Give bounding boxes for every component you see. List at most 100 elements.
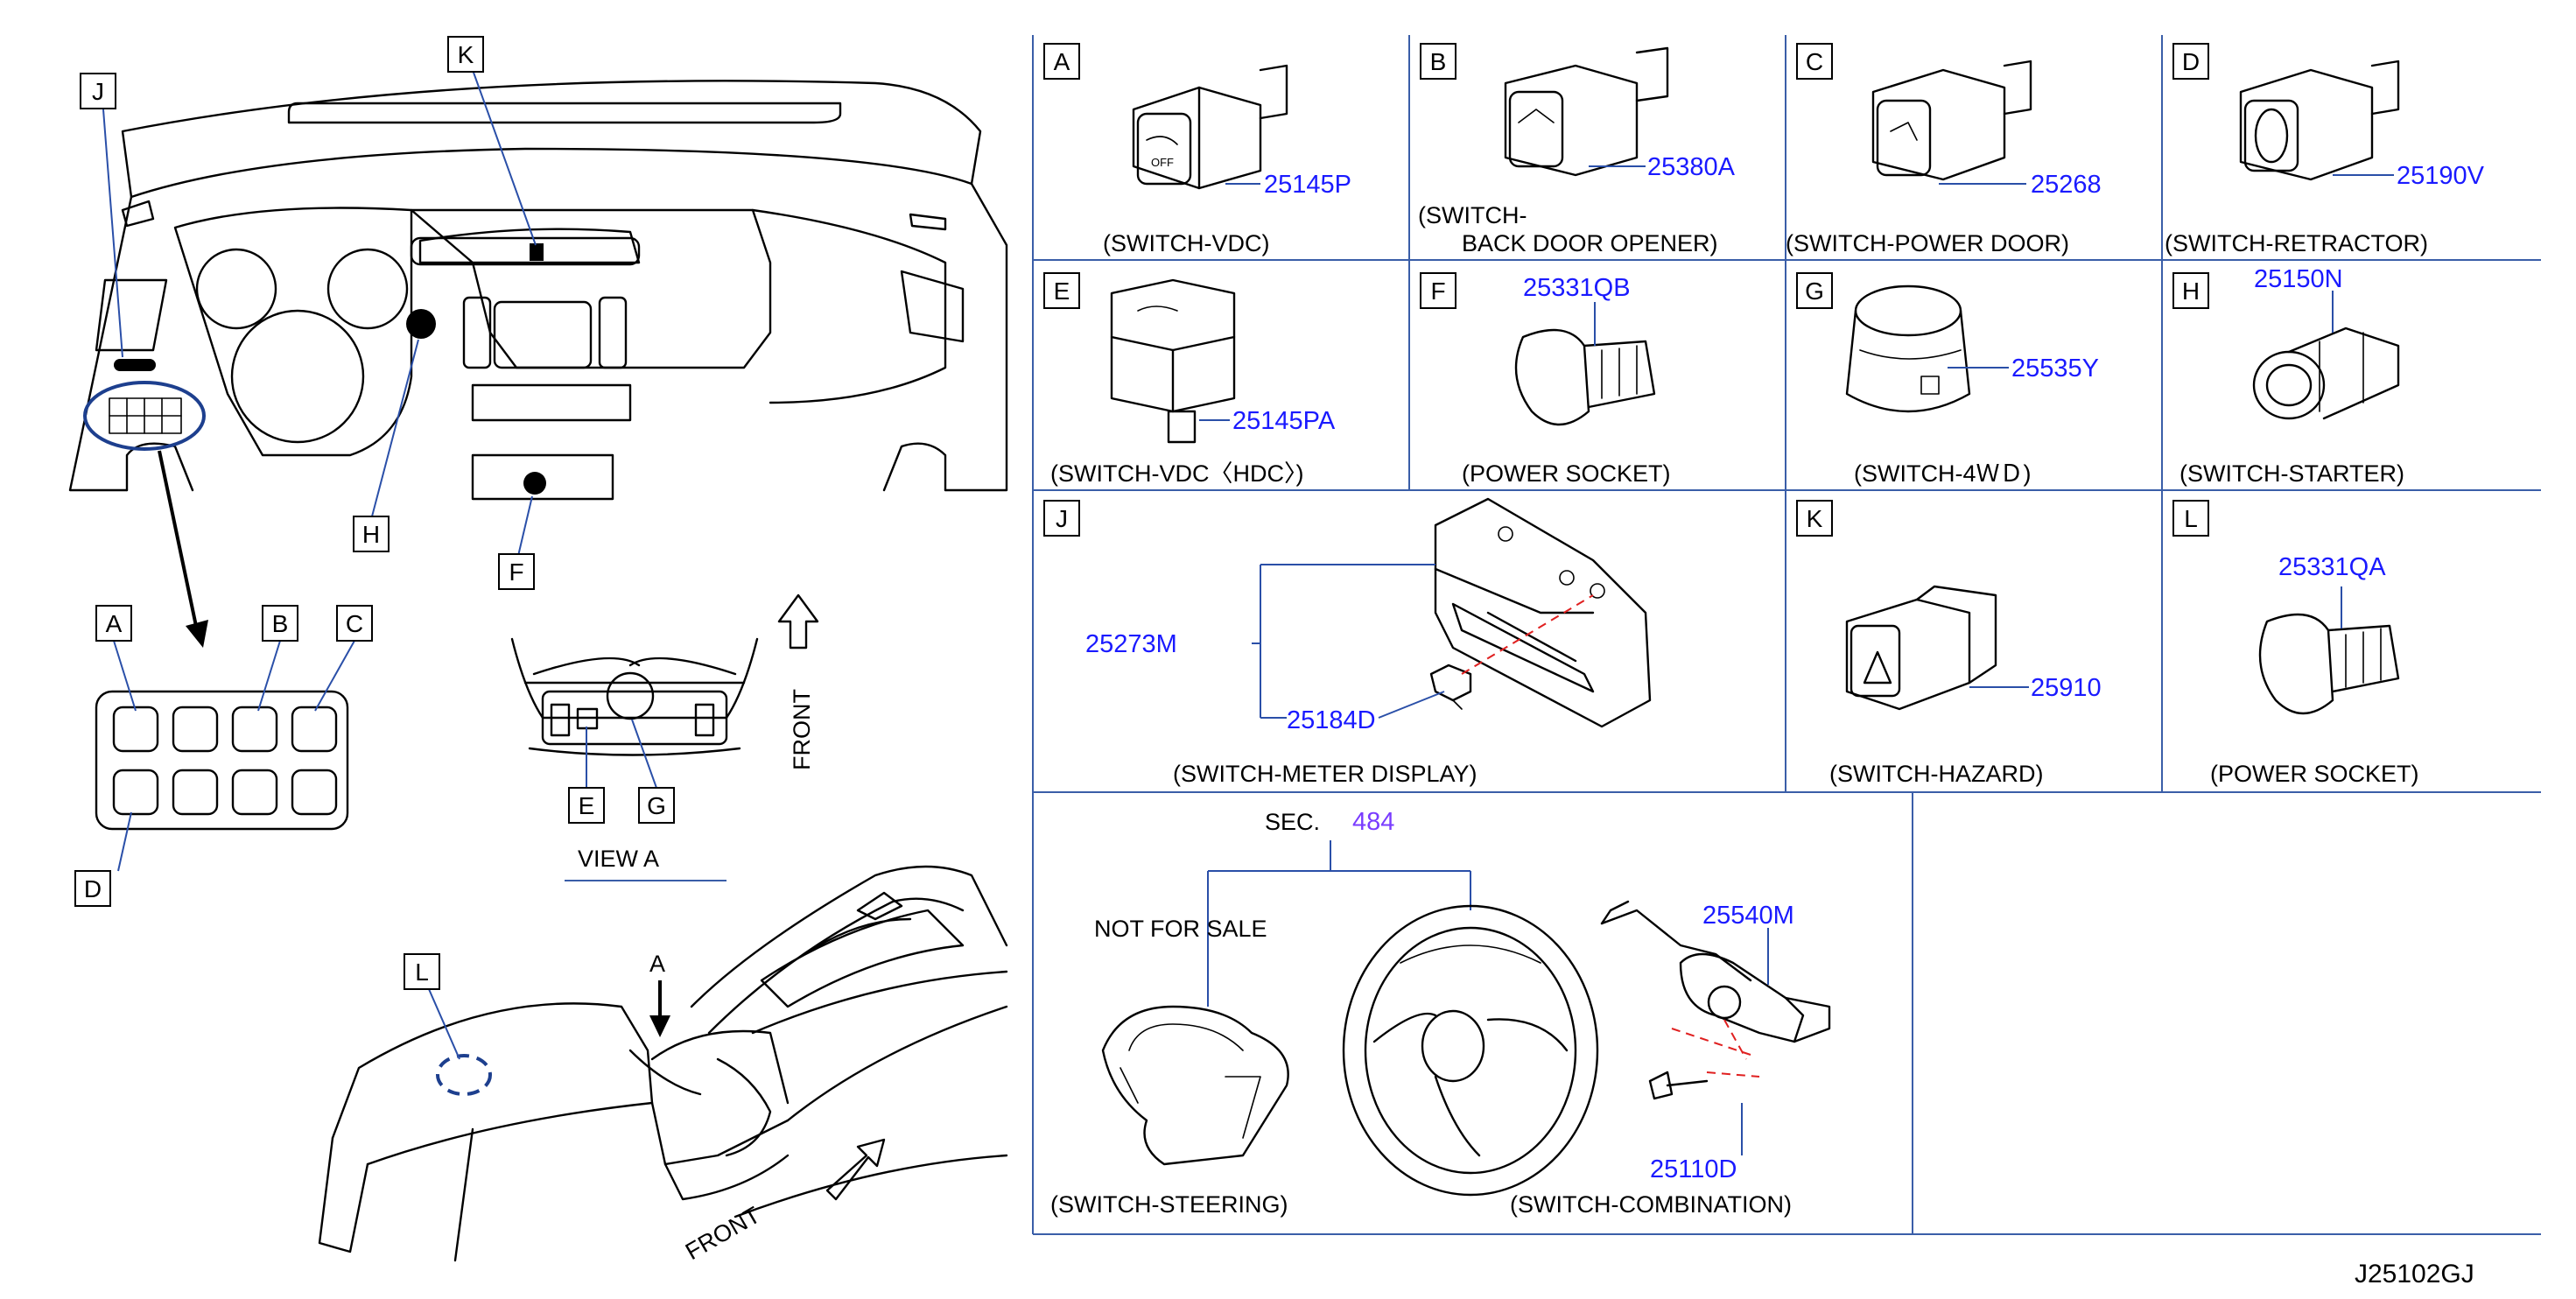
caption-line2: BACK DOOR OPENER) bbox=[1462, 230, 1718, 256]
callout-L-console: L bbox=[404, 953, 440, 990]
panel-L: L 25331QA (POWER SOCKET) bbox=[2172, 500, 2419, 787]
panel-D: D 25190V (SWITCH-RETRACTOR) bbox=[2165, 43, 2485, 256]
panel-H: H 25150N (SWITCH-STARTER) bbox=[2172, 265, 2404, 487]
socket-location-marker bbox=[436, 1054, 492, 1096]
switch-back-door-drawing bbox=[1504, 46, 1669, 177]
view-a-label: VIEW A bbox=[578, 846, 659, 872]
svg-text:J: J bbox=[1056, 505, 1068, 532]
svg-text:G: G bbox=[647, 792, 666, 819]
caption: (SWITCH-VDC〈HDC〉) bbox=[1050, 460, 1303, 487]
svg-text:B: B bbox=[1430, 48, 1447, 75]
part-number: 25145PA bbox=[1232, 407, 1336, 435]
power-socket-l-drawing bbox=[2258, 613, 2400, 715]
panel-F: F 25331QB (POWER SOCKET) bbox=[1420, 272, 1671, 487]
switch-vdc-hdc-drawing bbox=[1110, 278, 1236, 444]
svg-text:H: H bbox=[2182, 277, 2200, 305]
switch-vdc-drawing: OFF bbox=[1132, 64, 1288, 190]
caption: (SWITCH-4ＷＤ) bbox=[1854, 460, 2031, 487]
panel-C: C 25268 (SWITCH-POWER DOOR) bbox=[1786, 43, 2102, 256]
part-number: 25331QA bbox=[2278, 553, 2386, 581]
caption-steering: (SWITCH-STEERING) bbox=[1050, 1191, 1288, 1218]
svg-text:K: K bbox=[1807, 505, 1823, 532]
svg-text:D: D bbox=[2182, 48, 2200, 75]
svg-text:C: C bbox=[346, 610, 363, 637]
switch-power-door-drawing bbox=[1871, 60, 2032, 181]
svg-text:L: L bbox=[2184, 505, 2198, 532]
switch-bank-drawing bbox=[95, 690, 349, 831]
not-for-sale: NOT FOR SALE bbox=[1094, 916, 1267, 942]
svg-text:E: E bbox=[1054, 277, 1070, 305]
parts-grid bbox=[1032, 35, 2541, 1235]
callout-E-view: E bbox=[568, 787, 605, 824]
part-number: 25273M bbox=[1085, 630, 1177, 658]
callout-H: H bbox=[353, 516, 390, 552]
caption: (POWER SOCKET) bbox=[2210, 761, 2419, 787]
sec-label: SEC. bbox=[1265, 809, 1320, 835]
part-number: 25268 bbox=[2031, 171, 2102, 199]
part-number: 25145P bbox=[1264, 171, 1351, 199]
switch-retractor-drawing bbox=[2239, 60, 2400, 181]
power-socket-f-drawing bbox=[1514, 328, 1656, 426]
callout-G-view: G bbox=[638, 787, 675, 824]
caption: (SWITCH-VDC) bbox=[1103, 230, 1269, 256]
caption: (SWITCH-RETRACTOR) bbox=[2165, 230, 2428, 256]
switch-starter-drawing bbox=[2252, 327, 2400, 420]
steering-wheel-drawing bbox=[1342, 904, 1599, 1197]
part-number: 25150N bbox=[2254, 265, 2343, 293]
front-diag-arrow bbox=[825, 1138, 886, 1201]
switch-steering-drawing bbox=[1101, 1005, 1289, 1166]
part-combination: 25540M bbox=[1702, 902, 1794, 930]
diagram-id: J25102GJ bbox=[2355, 1260, 2474, 1288]
panel-K: K 25910 (SWITCH-HAZARD) bbox=[1796, 500, 2102, 787]
part-number: 25331QB bbox=[1523, 274, 1631, 302]
view-a-drawing bbox=[510, 637, 759, 756]
panel-B: B 25380A (SWITCH- BACK DOOR OPENER) bbox=[1418, 43, 1736, 256]
callout-C-bank: C bbox=[336, 605, 373, 642]
svg-text:F: F bbox=[1430, 277, 1445, 305]
switch-meter-display-drawing bbox=[1429, 497, 1652, 728]
caption: (SWITCH-METER DISPLAY) bbox=[1173, 761, 1478, 787]
screw-drawing bbox=[1648, 1071, 1709, 1100]
panel-J: J 25273M 25184D (SWITCH-METER DISPLAY) bbox=[1043, 497, 1652, 787]
svg-text:G: G bbox=[1805, 277, 1824, 305]
callout-K: K bbox=[447, 36, 484, 73]
switch-4wd-drawing bbox=[1845, 284, 1971, 413]
steering-section: SEC. 484 NOT FOR SALE bbox=[1050, 808, 1831, 1218]
panel-E: E 25145PA (SWITCH-VDC〈HDC〉) bbox=[1043, 272, 1336, 487]
svg-text:K: K bbox=[458, 41, 474, 68]
svg-text:OFF: OFF bbox=[1151, 156, 1174, 169]
arrow-a-label: A bbox=[649, 951, 665, 977]
callout-J: J bbox=[80, 73, 116, 109]
svg-text:A: A bbox=[106, 610, 123, 637]
callout-F: F bbox=[498, 553, 535, 590]
caption: (SWITCH-HAZARD) bbox=[1829, 761, 2043, 787]
part-number: 25190V bbox=[2397, 162, 2485, 190]
caption: (POWER SOCKET) bbox=[1462, 460, 1671, 487]
svg-text:B: B bbox=[272, 610, 289, 637]
part-screw: 25110D bbox=[1650, 1155, 1737, 1183]
part-number-2: 25184D bbox=[1287, 706, 1376, 734]
svg-text:F: F bbox=[509, 558, 523, 586]
svg-text:H: H bbox=[362, 521, 380, 548]
part-number: 25910 bbox=[2031, 674, 2102, 702]
front-label-diagonal: FRONT bbox=[681, 1202, 765, 1265]
dashboard-drawing bbox=[68, 80, 1008, 648]
svg-text:J: J bbox=[92, 78, 104, 105]
caption-combination: (SWITCH-COMBINATION) bbox=[1510, 1191, 1792, 1218]
callout-D-bank: D bbox=[74, 870, 111, 907]
svg-text:A: A bbox=[1054, 48, 1070, 75]
caption: (SWITCH-STARTER) bbox=[2179, 460, 2404, 487]
panel-G: G 25535Y (SWITCH-4ＷＤ) bbox=[1796, 272, 2099, 487]
console-drawing bbox=[318, 865, 1008, 1262]
part-number: 25535Y bbox=[2011, 355, 2099, 383]
switch-hazard-drawing bbox=[1845, 585, 1997, 711]
svg-text:D: D bbox=[84, 875, 102, 902]
panel-A: A OFF 25145P (SWITCH-VDC) bbox=[1043, 43, 1351, 256]
svg-text:E: E bbox=[579, 792, 595, 819]
front-up-arrow bbox=[777, 593, 819, 650]
switch-combination-drawing bbox=[1600, 900, 1831, 1043]
svg-text:C: C bbox=[1806, 48, 1823, 75]
callout-A-bank: A bbox=[95, 605, 132, 642]
caption-line1: (SWITCH- bbox=[1418, 202, 1527, 228]
